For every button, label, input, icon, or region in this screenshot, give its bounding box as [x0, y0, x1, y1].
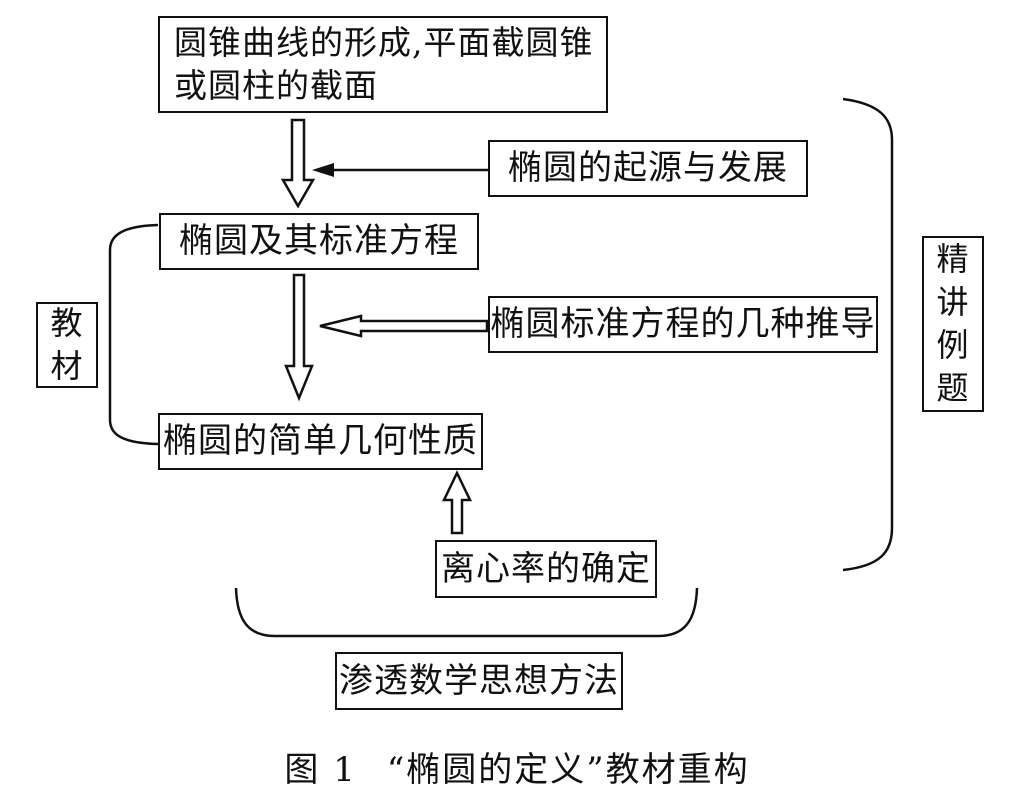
figure-title: “椭圆的定义”教材重构 — [386, 750, 750, 790]
node-formation: 圆锥曲线的形成,平面截圆锥 或圆柱的截面 — [158, 16, 608, 113]
arrow-origin-head — [312, 163, 334, 177]
node-examples-char-3: 例 — [936, 326, 970, 364]
figure-caption: 图 1 “椭圆的定义”教材重构 — [0, 742, 1034, 791]
node-properties-label: 椭圆的简单几何性质 — [163, 421, 478, 462]
node-properties: 椭圆的简单几何性质 — [158, 413, 483, 470]
node-formation-line2: 或圆柱的截面 — [174, 65, 378, 105]
node-methods: 渗透数学思想方法 — [335, 652, 623, 710]
node-standard-equation-label: 椭圆及其标准方程 — [179, 221, 459, 262]
node-textbook-char-2: 材 — [50, 347, 84, 385]
node-examples-char-4: 题 — [936, 369, 970, 408]
node-eccentricity-label: 离心率的确定 — [441, 548, 651, 589]
node-textbook: 教 材 — [36, 302, 98, 388]
node-methods-label: 渗透数学思想方法 — [339, 660, 619, 701]
node-derivations: 椭圆标准方程的几种推导 — [488, 296, 878, 353]
arrow-formation-to-standard-equation — [280, 118, 316, 209]
node-origin: 椭圆的起源与发展 — [488, 140, 808, 197]
arrow-derivations — [319, 314, 489, 338]
node-textbook-char-1: 教 — [50, 303, 84, 342]
figure-number: 图 1 — [284, 750, 357, 790]
node-derivations-label: 椭圆标准方程的几种推导 — [490, 304, 876, 345]
node-examples: 精 讲 例 题 — [922, 236, 984, 412]
node-eccentricity: 离心率的确定 — [435, 540, 657, 598]
node-standard-equation: 椭圆及其标准方程 — [159, 213, 479, 270]
arrow-eccentricity-to-properties — [442, 470, 472, 535]
node-origin-label: 椭圆的起源与发展 — [508, 148, 788, 189]
node-formation-line1: 圆锥曲线的形成,平面截圆锥 — [174, 22, 594, 62]
brace-textbook — [108, 223, 159, 446]
node-examples-char-2: 讲 — [936, 282, 970, 321]
node-examples-char-1: 精 — [936, 239, 970, 278]
arrow-standard-equation-to-properties — [284, 273, 314, 402]
